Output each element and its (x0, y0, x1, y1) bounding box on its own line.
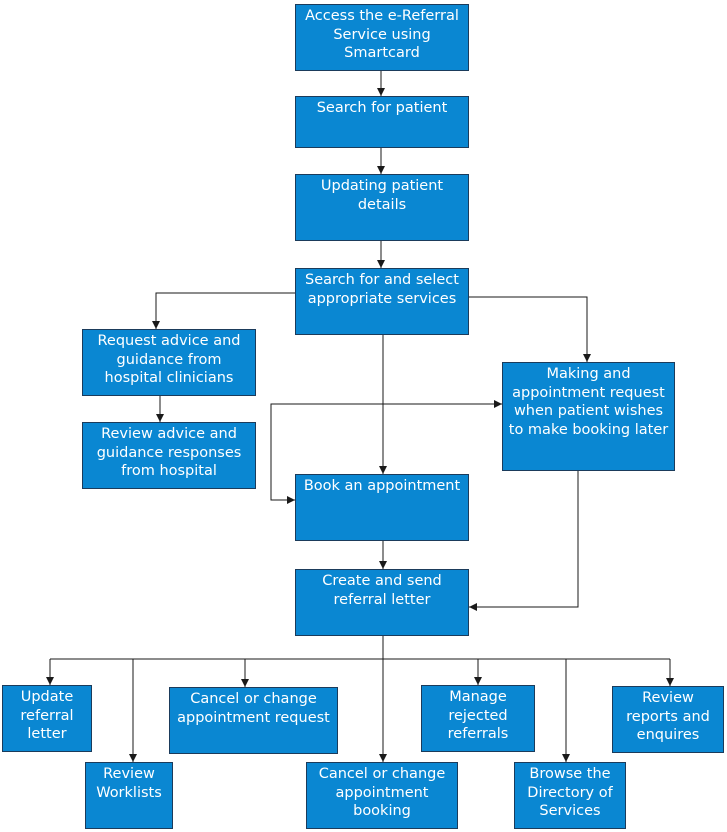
node-update-referral-letter: Update referral letter (2, 685, 92, 752)
node-update-patient-details: Updating patient details (295, 174, 469, 241)
node-manage-rejected-referrals: Manage rejected referrals (421, 685, 535, 752)
node-review-worklists: Review Worklists (85, 762, 173, 829)
connector-book-to-letter-arrowhead (379, 561, 387, 569)
node-cancel-change-booking: Cancel or change appointment booking (306, 762, 458, 829)
node-create-send-letter: Create and send referral letter (295, 569, 469, 636)
connector-to-update-letter-arrowhead (46, 677, 54, 685)
connector-making-request-to-letter (469, 471, 579, 608)
node-request-advice: Request advice and guidance from hospita… (82, 329, 256, 396)
node-browse-directory: Browse the Directory of Services (514, 762, 626, 829)
connector-services-to-request-advice-arrowhead (152, 321, 160, 329)
connector-book-to-making-request-arrowhead (494, 400, 502, 408)
connector-to-cancel-request-arrowhead (241, 679, 249, 687)
node-cancel-change-request: Cancel or change appointment request (169, 687, 338, 754)
connector-services-to-book-arrowhead (379, 466, 387, 474)
connector-to-manage-rejected-arrowhead (474, 677, 482, 685)
connector-to-browse-directory-arrowhead (562, 754, 570, 762)
connector-making-request-to-letter-arrowhead (469, 603, 477, 611)
node-search-patient: Search for patient (295, 96, 469, 148)
connector-access-to-search-arrowhead (377, 88, 385, 96)
connector-services-to-making-request (469, 296, 588, 362)
node-review-advice: Review advice and guidance responses fro… (82, 422, 256, 489)
connector-update-to-services-arrowhead (377, 260, 385, 268)
connector-to-review-reports-arrowhead (666, 678, 674, 686)
node-making-appointment-request: Making and appointment request when pati… (502, 362, 675, 471)
connector-services-to-making-request-arrowhead (583, 354, 591, 362)
connector-to-review-worklists-arrowhead (129, 754, 137, 762)
node-review-reports: Review reports and enquires (612, 686, 724, 753)
connector-services-to-request-advice (155, 292, 295, 329)
connector-search-to-update-arrowhead (377, 166, 385, 174)
node-book-appointment: Book an appointment (295, 474, 469, 541)
node-search-select-services: Search for and select appropriate servic… (295, 268, 469, 335)
connector-to-cancel-booking-arrowhead (379, 754, 387, 762)
connector-request-to-review-advice-arrowhead (156, 414, 164, 422)
connector-loop-to-book-arrowhead (287, 496, 295, 504)
node-access-service: Access the e-Referral Service using Smar… (295, 4, 469, 71)
